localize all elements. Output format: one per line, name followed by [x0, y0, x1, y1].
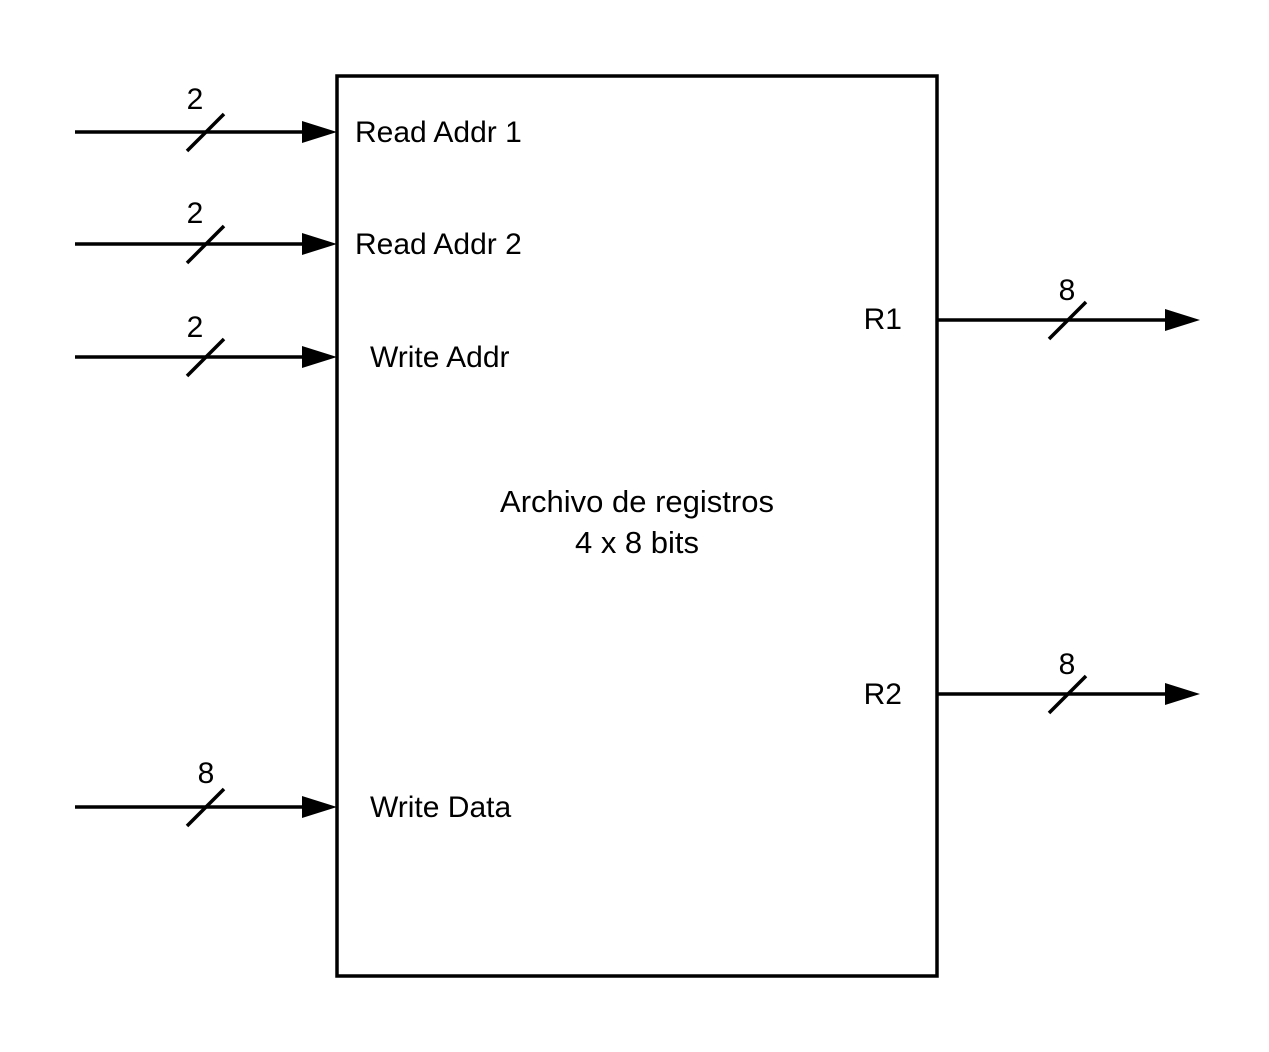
port-label: Read Addr 2 — [355, 228, 522, 261]
output-r2: 8 R2 — [864, 648, 1200, 715]
bus-width-label: 2 — [187, 197, 204, 230]
port-label: Write Data — [370, 791, 511, 824]
bus-width-slash — [1047, 300, 1088, 341]
input-arrowhead — [302, 121, 337, 143]
input-read-addr-2: 2 Read Addr 2 — [75, 197, 522, 265]
register-file-block — [335, 74, 939, 978]
port-label: Write Addr — [370, 341, 510, 374]
input-write-data: 8 Write Data — [75, 757, 511, 828]
bus-width-label: 2 — [187, 311, 204, 344]
output-r1: 8 R1 — [864, 274, 1200, 341]
input-arrowhead — [302, 796, 337, 818]
block-title-line-2: 4 x 8 bits — [575, 525, 699, 560]
port-label: R1 — [864, 303, 902, 336]
bus-width-slash — [185, 337, 226, 378]
bus-width-label: 8 — [198, 757, 215, 790]
output-arrowhead — [1165, 683, 1200, 705]
port-label: R2 — [864, 678, 902, 711]
bus-width-slash — [185, 112, 226, 153]
input-arrowhead — [302, 233, 337, 255]
bus-width-slash — [1047, 674, 1088, 715]
bus-width-slash — [185, 224, 226, 265]
bus-width-label: 8 — [1059, 274, 1076, 307]
port-label: Read Addr 1 — [355, 116, 522, 149]
bus-width-label: 8 — [1059, 648, 1076, 681]
bus-width-label: 2 — [187, 83, 204, 116]
input-arrowhead — [302, 346, 337, 368]
bus-width-slash — [185, 787, 226, 828]
input-write-addr: 2 Write Addr — [75, 311, 510, 378]
block-title-line-1: Archivo de registros — [500, 484, 774, 519]
input-read-addr-1: 2 Read Addr 1 — [75, 83, 522, 153]
output-arrowhead — [1165, 309, 1200, 331]
